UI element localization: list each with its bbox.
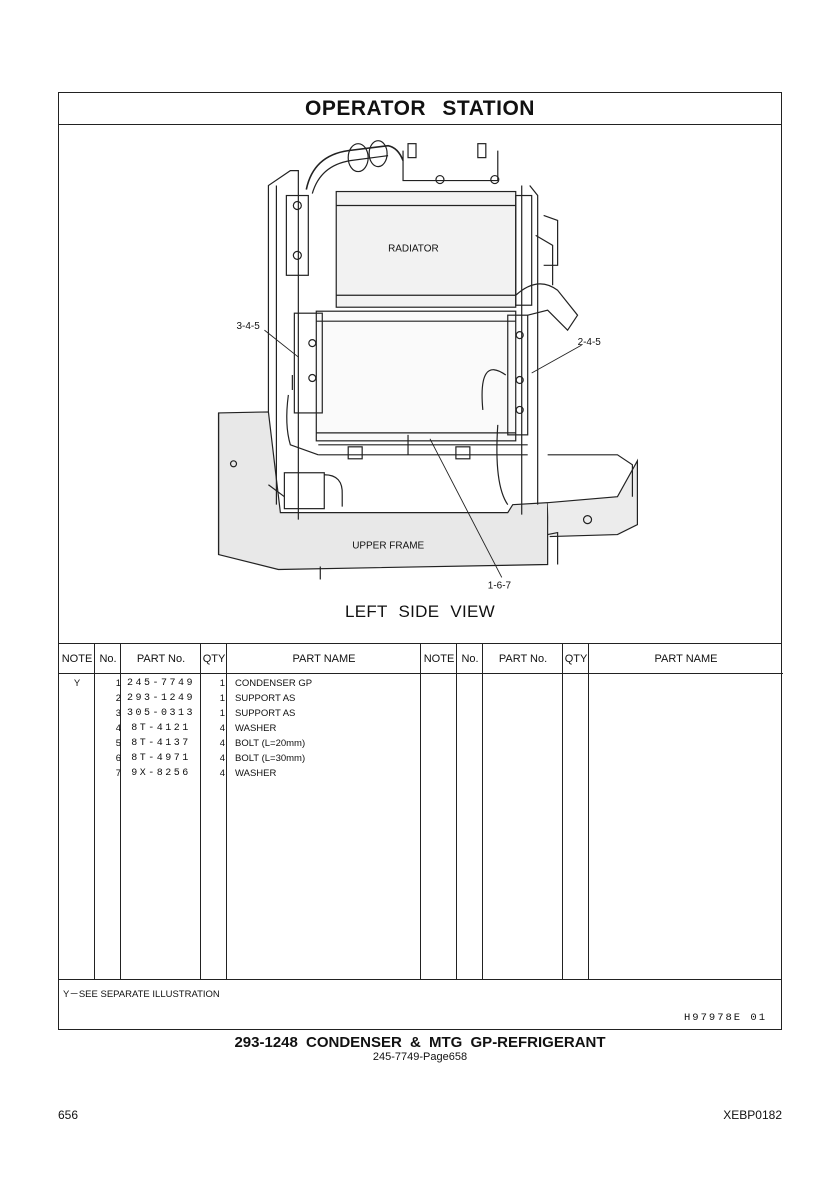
row-part-name: CONDENSER GP [235, 678, 313, 689]
col-qty-2 [563, 644, 589, 979]
row-qty: 4 [219, 723, 225, 734]
row-part-name: WASHER [235, 723, 277, 734]
view-title: LEFT SIDE VIEW [344, 602, 496, 621]
callout-3-4-5: 3-4-5 [237, 321, 261, 332]
row-part-name: SUPPORT AS [235, 693, 296, 704]
table-row: Y 1 245-7749 1 CONDENSER GP [59, 678, 781, 693]
table-row: 4 8T-4121 4 WASHER [59, 723, 781, 738]
col-qty [201, 644, 227, 979]
col-part-name [227, 644, 421, 979]
col-part-no-2 [483, 644, 563, 979]
line-drawing: RADIATOR UPPER FRAME 3-4-5 2-4-5 1-6-7 [217, 140, 638, 591]
header-note-2: NOTE [421, 644, 457, 674]
row-no: 1 [115, 678, 121, 689]
callout-1-6-7: 1-6-7 [488, 580, 512, 591]
row-part-name: SUPPORT AS [235, 708, 296, 719]
row-qty: 4 [219, 738, 225, 749]
table-row: 7 9X-8256 4 WASHER [59, 768, 781, 783]
row-part-no: 8T-4121 [131, 723, 191, 734]
row-note: Y [73, 678, 81, 689]
illustration: RADIATOR UPPER FRAME 3-4-5 2-4-5 1-6-7 L… [59, 125, 781, 643]
col-no [95, 644, 121, 979]
row-part-no: 8T-4971 [131, 753, 191, 764]
footnote: Y－SEE SEPARATE ILLUSTRATION [63, 989, 220, 1000]
drawing-id: H97978E 01 [683, 1012, 767, 1024]
header-part-no: PART No. [121, 644, 201, 674]
row-part-no: 9X-8256 [131, 768, 191, 779]
document-code: XEBP0182 [723, 1108, 782, 1122]
header-part-name: PART NAME [227, 644, 421, 674]
row-no: 2 [115, 693, 121, 704]
table-row: 3 305-0313 1 SUPPORT AS [59, 708, 781, 723]
col-note [59, 644, 95, 979]
row-no: 6 [115, 753, 121, 764]
table-row: 6 8T-4971 4 BOLT (L=30mm) [59, 753, 781, 768]
row-part-name: WASHER [235, 768, 277, 779]
callout-2-4-5: 2-4-5 [578, 337, 602, 348]
row-part-no: 245-7749 [126, 678, 195, 689]
header-part-no-2: PART No. [483, 644, 563, 674]
table-row: 2 293-1249 1 SUPPORT AS [59, 693, 781, 708]
row-qty: 1 [219, 678, 225, 689]
row-part-name: BOLT (L=20mm) [235, 738, 306, 749]
label-upper-frame: UPPER FRAME [352, 541, 424, 552]
header-qty: QTY [201, 644, 227, 674]
row-part-no: 293-1249 [126, 693, 195, 704]
table-row: 5 8T-4137 4 BOLT (L=20mm) [59, 738, 781, 753]
parts-table: NOTE No. PART No. QTY PART NAME NOTE No.… [59, 643, 783, 979]
page-number: 656 [58, 1108, 79, 1122]
row-no: 4 [115, 723, 121, 734]
section-title: OPERATOR STATION [59, 93, 781, 125]
header-no: No. [95, 644, 121, 674]
header-qty-2: QTY [563, 644, 589, 674]
col-part-no [121, 644, 201, 979]
row-qty: 4 [219, 768, 225, 779]
footnote-area: Y－SEE SEPARATE ILLUSTRATION H97978E 01 [59, 979, 781, 1031]
row-qty: 1 [219, 708, 225, 719]
row-qty: 4 [219, 753, 225, 764]
row-part-name: BOLT (L=30mm) [235, 753, 306, 764]
row-part-no: 305-0313 [126, 708, 195, 719]
group-subcaption: 245-7749-Page658 [372, 1051, 468, 1063]
header-part-name-2: PART NAME [589, 644, 783, 674]
row-no: 3 [115, 708, 121, 719]
row-no: 7 [115, 768, 121, 779]
group-caption: 293-1248 CONDENSER & MTG GP-REFRIGERANT [234, 1034, 606, 1051]
header-note: NOTE [59, 644, 95, 674]
col-no-2 [457, 644, 483, 979]
label-radiator: RADIATOR [388, 243, 439, 254]
row-qty: 1 [219, 693, 225, 704]
row-part-no: 8T-4137 [131, 738, 191, 749]
header-no-2: No. [457, 644, 483, 674]
row-no: 5 [115, 738, 121, 749]
col-note-2 [421, 644, 457, 979]
page-frame: OPERATOR STATION [58, 92, 783, 1031]
